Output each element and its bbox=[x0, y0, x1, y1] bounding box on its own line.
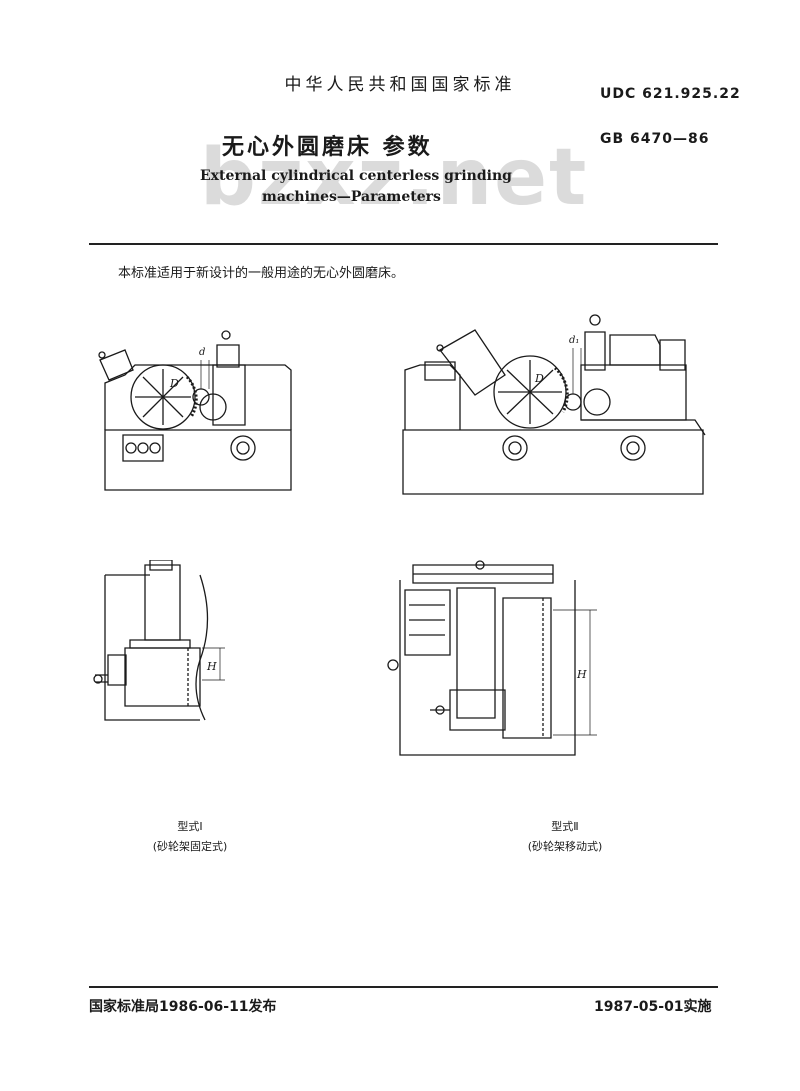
title-english-line2: machines—Parameters bbox=[262, 189, 441, 205]
label-d1: d₁ bbox=[569, 335, 579, 346]
type1-elevation-drawing: d D bbox=[95, 325, 295, 495]
udc-code: UDC 621.925.22 bbox=[600, 86, 741, 102]
label-D: D bbox=[169, 377, 179, 390]
type2-caption-name: 型式Ⅱ bbox=[551, 820, 579, 833]
type2-caption-desc: (砂轮架移动式) bbox=[527, 840, 603, 853]
gb-number: GB 6470—86 bbox=[600, 131, 710, 147]
issue-date: 国家标准局1986-06-11发布 bbox=[89, 999, 277, 1015]
label-d: d bbox=[199, 347, 205, 358]
intro-text: 本标准适用于新设计的一般用途的无心外圆磨床。 bbox=[118, 266, 405, 281]
title-english-line1: External cylindrical centerless grinding bbox=[200, 168, 512, 184]
type2-elevation-drawing: d₁ D bbox=[395, 310, 715, 500]
type2-side-drawing: H bbox=[385, 560, 605, 760]
label-D-2: D bbox=[534, 372, 544, 385]
type1-caption-desc: (砂轮架固定式) bbox=[152, 840, 228, 853]
type1-side-drawing: H bbox=[90, 560, 250, 730]
label-H-2: H bbox=[576, 668, 587, 681]
watermark: bzxz.net bbox=[200, 133, 589, 223]
effective-date: 1987-05-01实施 bbox=[594, 999, 712, 1015]
title-chinese: 无心外圆磨床 参数 bbox=[222, 135, 433, 160]
label-H-1: H bbox=[206, 660, 217, 673]
header-divider bbox=[89, 243, 718, 245]
type1-caption-name: 型式Ⅰ bbox=[177, 820, 203, 833]
standard-title: 中华人民共和国国家标准 bbox=[284, 75, 516, 95]
footer-divider bbox=[89, 986, 718, 988]
